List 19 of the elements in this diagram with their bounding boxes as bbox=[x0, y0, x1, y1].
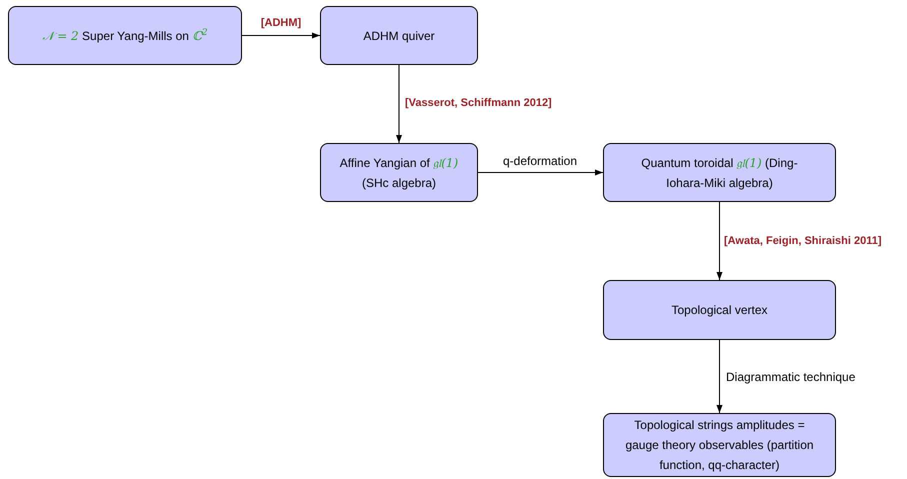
box-text: Topological strings amplitudes = gauge theory observables (partition function, qq-character) bbox=[624, 417, 815, 474]
process-box bbox=[320, 143, 478, 202]
process-box bbox=[603, 143, 836, 202]
box-text: Affine Yangian of 𝔤𝔩(1) (SHc algebra) bbox=[338, 154, 460, 192]
box-text: Quantum toroidal 𝔤𝔩(1) (Ding-Iohara-Miki algebra) bbox=[640, 154, 799, 192]
arrow bbox=[716, 202, 722, 280]
arrow bbox=[396, 64, 402, 144]
box-text: Topological vertex bbox=[671, 302, 768, 319]
process-box bbox=[603, 280, 836, 340]
edge-label: q-deformation bbox=[502, 153, 578, 169]
box-text: ADHM quiver bbox=[363, 28, 435, 44]
box-text: 𝒩 = 2 Super Yang-Mills on ℂ$^{2}$ bbox=[42, 27, 208, 44]
arrow bbox=[478, 170, 604, 176]
edge-label: Diagrammatic technique bbox=[726, 369, 856, 385]
process-box bbox=[8, 6, 242, 65]
arrow bbox=[242, 32, 320, 38]
arrow bbox=[716, 340, 722, 414]
process-box bbox=[603, 413, 836, 477]
process-box bbox=[320, 6, 478, 65]
